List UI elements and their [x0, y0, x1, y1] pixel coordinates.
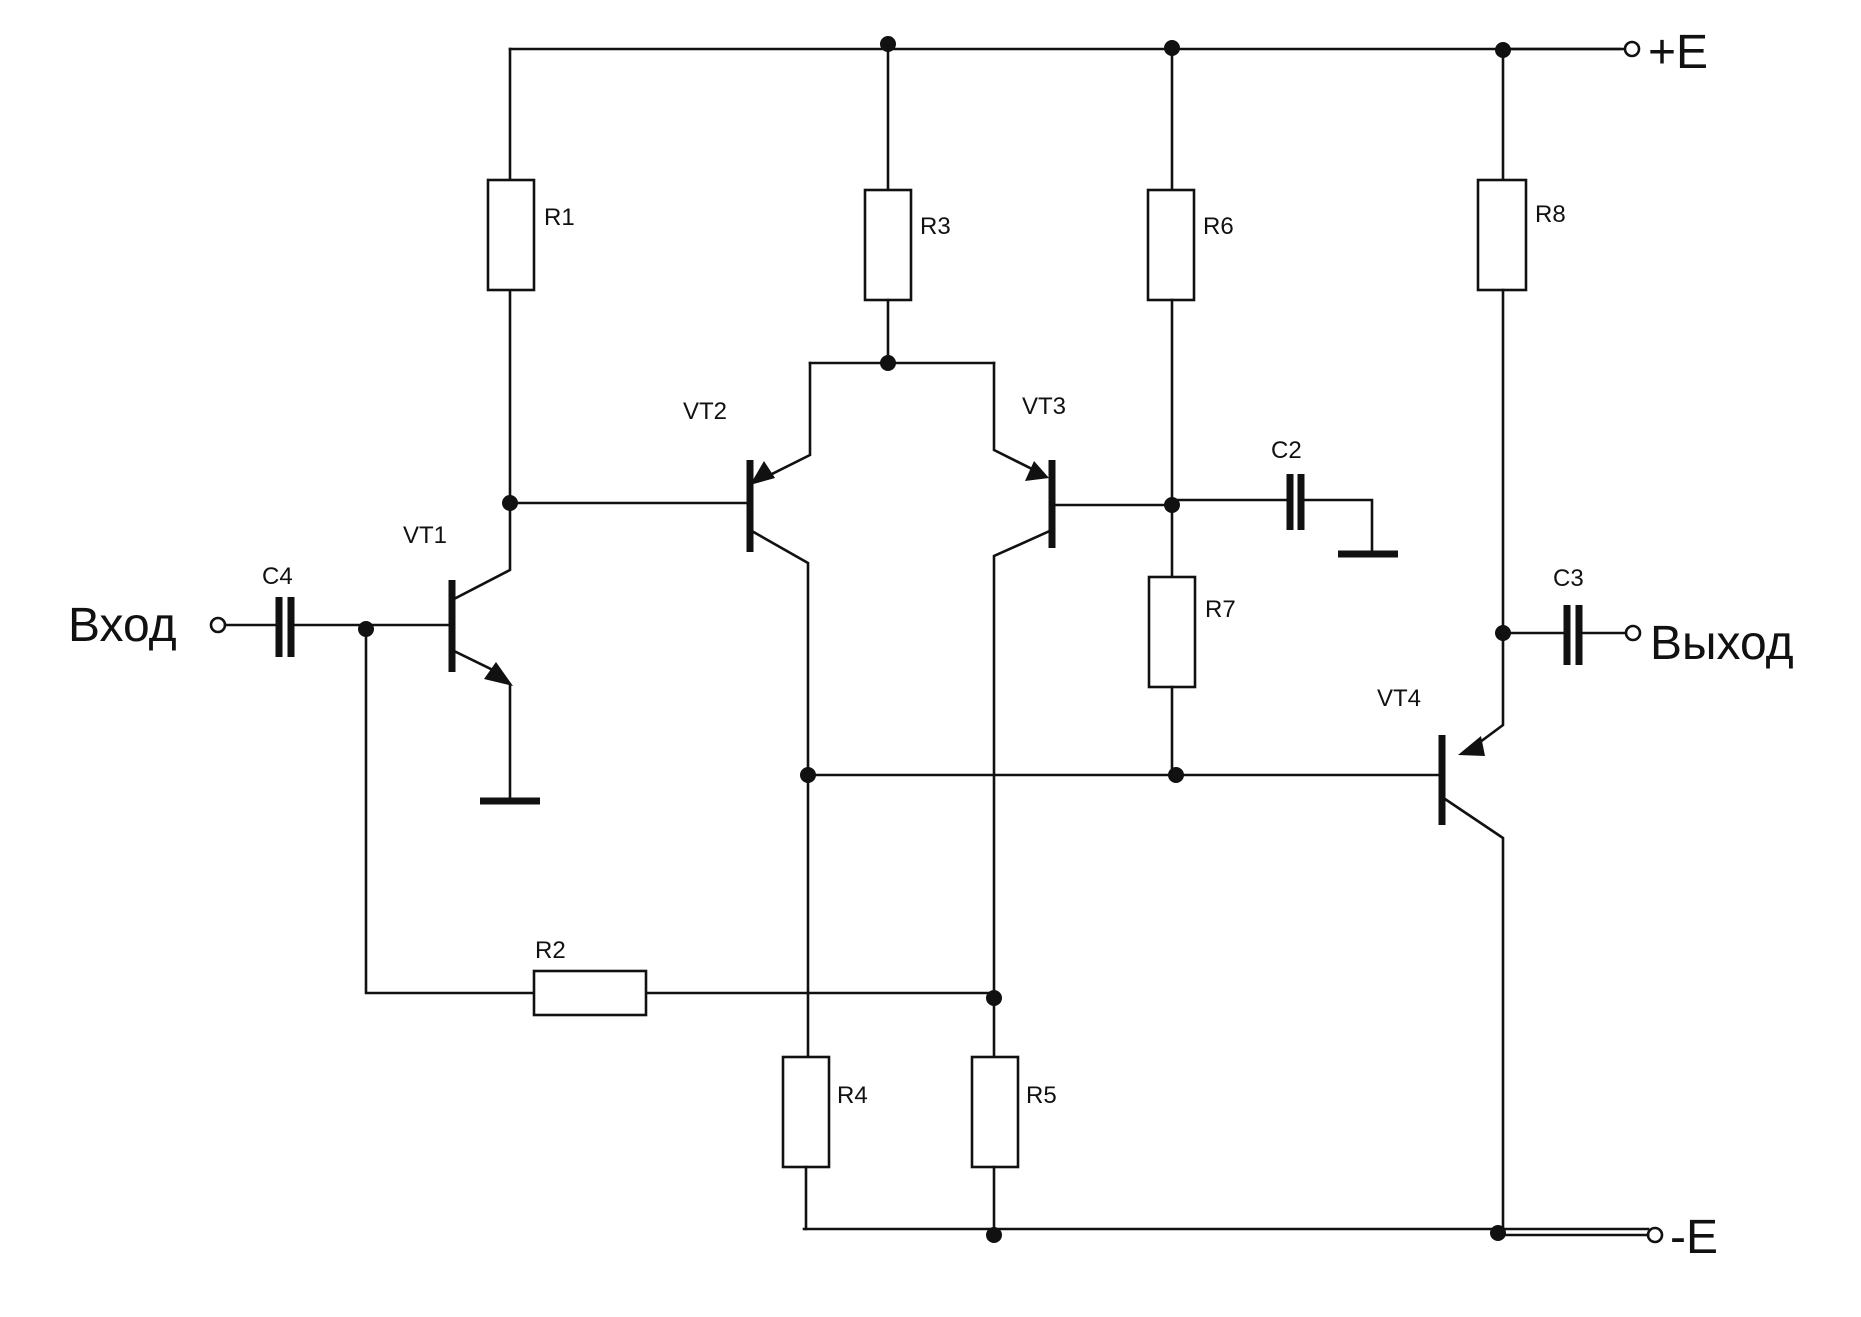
transistor-vt2 — [746, 361, 812, 777]
transistor-vt1 — [448, 501, 513, 802]
capacitor-c2 — [1170, 474, 1398, 558]
transistor-vt3 — [992, 361, 1174, 1065]
label-vt3: VT3 — [1022, 393, 1066, 420]
label-r7: R7 — [1205, 596, 1236, 623]
label-vt1: VT1 — [403, 522, 447, 549]
capacitor-c3 — [1501, 605, 1628, 665]
resistor-r4 — [781, 1055, 831, 1169]
label-r4: R4 — [837, 1082, 868, 1109]
transistor-vt4 — [1438, 735, 1505, 1231]
label-r8: R8 — [1535, 201, 1566, 228]
label-c4: C4 — [262, 563, 293, 590]
label-r2: R2 — [535, 937, 566, 964]
label-r6: R6 — [1203, 213, 1234, 240]
label-vt4: VT4 — [1377, 685, 1421, 712]
resistor-r6 — [1146, 188, 1196, 302]
resistor-r1 — [486, 178, 536, 292]
resistor-r3 — [863, 188, 913, 302]
resistor-r2 — [532, 969, 648, 1017]
label-input: Вход — [68, 599, 177, 652]
label-plus-supply: +E — [1648, 26, 1708, 79]
minus-supply-terminal[interactable] — [1646, 1226, 1664, 1244]
label-c2: C2 — [1271, 437, 1302, 464]
resistor-r8 — [1476, 178, 1528, 292]
input-terminal[interactable] — [209, 616, 227, 634]
resistor-r5 — [970, 1055, 1020, 1169]
label-r3: R3 — [920, 213, 951, 240]
label-vt2: VT2 — [683, 398, 727, 425]
label-output: Выход — [1650, 617, 1794, 670]
output-terminal[interactable] — [1624, 624, 1642, 642]
tail-wire — [808, 298, 996, 365]
feedback-wire — [364, 627, 996, 995]
plus-supply-terminal[interactable] — [1623, 40, 1641, 58]
label-r1: R1 — [544, 204, 575, 231]
capacitor-c4 — [223, 597, 454, 657]
label-r5: R5 — [1026, 1082, 1057, 1109]
junction-dots — [800, 36, 1511, 1243]
resistor-r7 — [1147, 575, 1197, 689]
vt1-collector-dot — [502, 495, 518, 511]
label-c3: C3 — [1553, 565, 1584, 592]
label-minus-supply: -E — [1670, 1211, 1718, 1264]
